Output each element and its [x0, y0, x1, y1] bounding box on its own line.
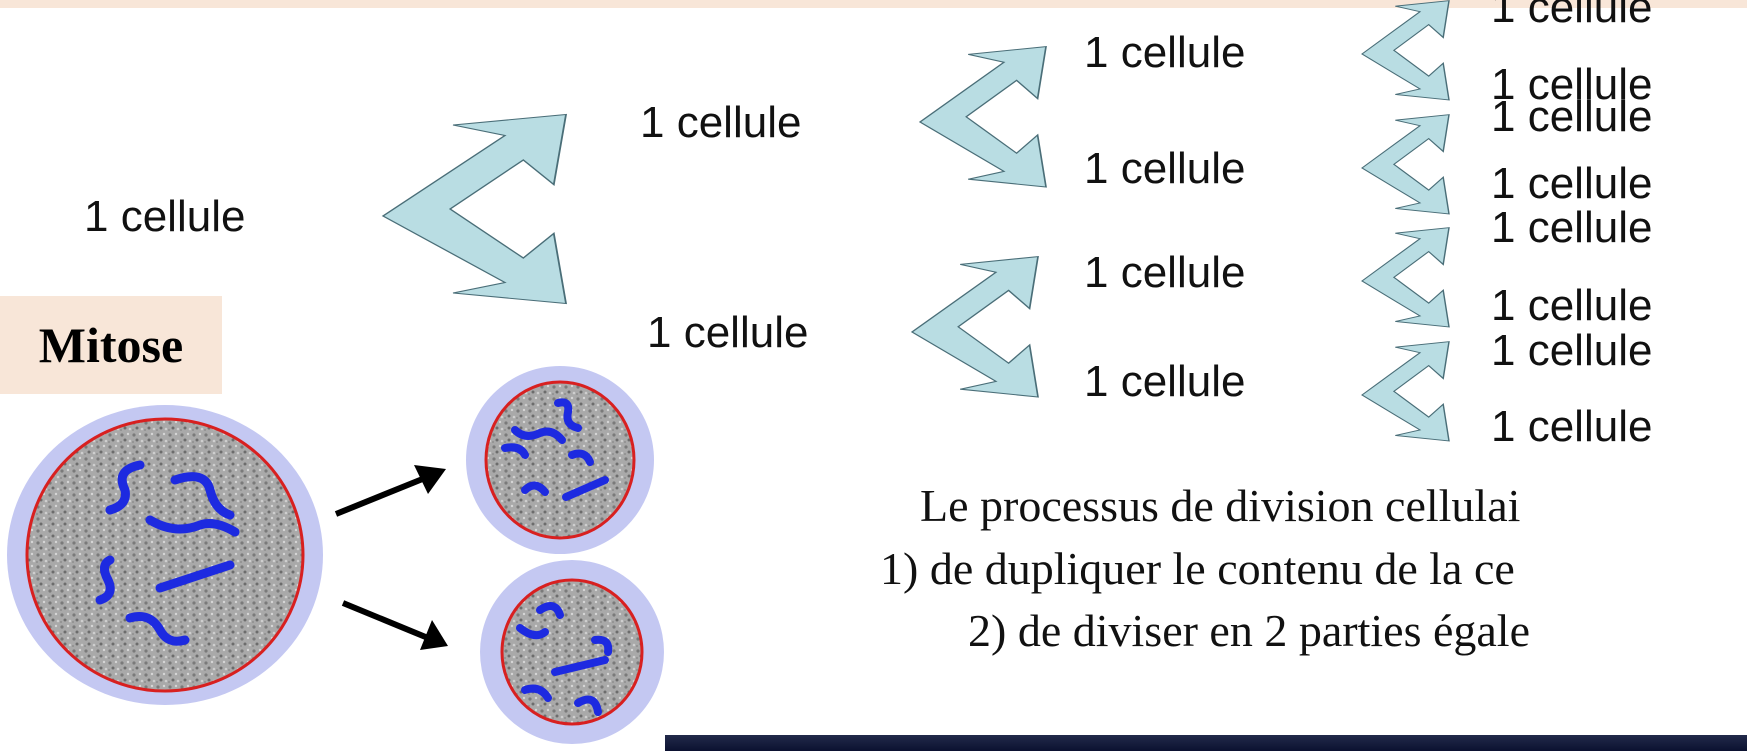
branch-arrow-3a: [1361, 0, 1450, 101]
cell-label-gen0: 1 cellule: [84, 192, 246, 241]
parent-chromosomes: [95, 460, 240, 646]
branch-arrow-2b: [910, 255, 1040, 399]
bottom-daughter-chromosomes: [516, 602, 613, 716]
mitose-label: Mitose: [38, 317, 184, 373]
top-accent-band: [0, 0, 1747, 8]
cell-label-gen2-4: 1 cellule: [1084, 357, 1246, 406]
daughter-cell-top: [466, 366, 654, 554]
top-daughter-chromosomes: [501, 398, 609, 501]
cell-label-gen1-bottom: 1 cellule: [647, 308, 809, 357]
description-line-1: Le processus de division cellulai: [920, 480, 1521, 531]
branch-arrow-3d: [1361, 340, 1450, 442]
cell-label-gen2-3: 1 cellule: [1084, 248, 1246, 297]
branch-arrow-1: [381, 112, 568, 306]
cell-label-gen3-4: 1 cellule: [1491, 159, 1653, 208]
branch-arrow-2a: [918, 45, 1048, 189]
mitose-label-box: Mitose: [0, 296, 222, 394]
mitosis-arrow-down: [341, 600, 448, 650]
mitosis-arrow-up: [334, 465, 446, 517]
cell-label-gen3-3: 1 cellule: [1491, 92, 1653, 141]
cell-label-gen3-6: 1 cellule: [1491, 281, 1653, 330]
description-line-2: 1) de dupliquer le contenu de la ce: [880, 543, 1515, 594]
cell-label-gen2-2: 1 cellule: [1084, 144, 1246, 193]
branch-arrow-3c: [1361, 226, 1450, 328]
cell-label-gen3-5: 1 cellule: [1491, 203, 1653, 252]
description-line-3: 2) de diviser en 2 parties égale: [968, 605, 1530, 656]
cell-label-gen3-8: 1 cellule: [1491, 402, 1653, 451]
parent-cell: [7, 405, 323, 705]
daughter-cell-bottom: [480, 560, 664, 744]
bottom-band: [665, 735, 1747, 751]
cell-label-gen1-top: 1 cellule: [640, 98, 802, 147]
cell-label-gen2-1: 1 cellule: [1084, 28, 1246, 77]
cell-label-gen3-1: 1 cellule: [1491, 0, 1653, 32]
cell-label-gen3-7: 1 cellule: [1491, 326, 1653, 375]
branch-arrow-3b: [1361, 113, 1450, 215]
cell-label-gen3-2: 1 cellule: [1491, 60, 1653, 109]
